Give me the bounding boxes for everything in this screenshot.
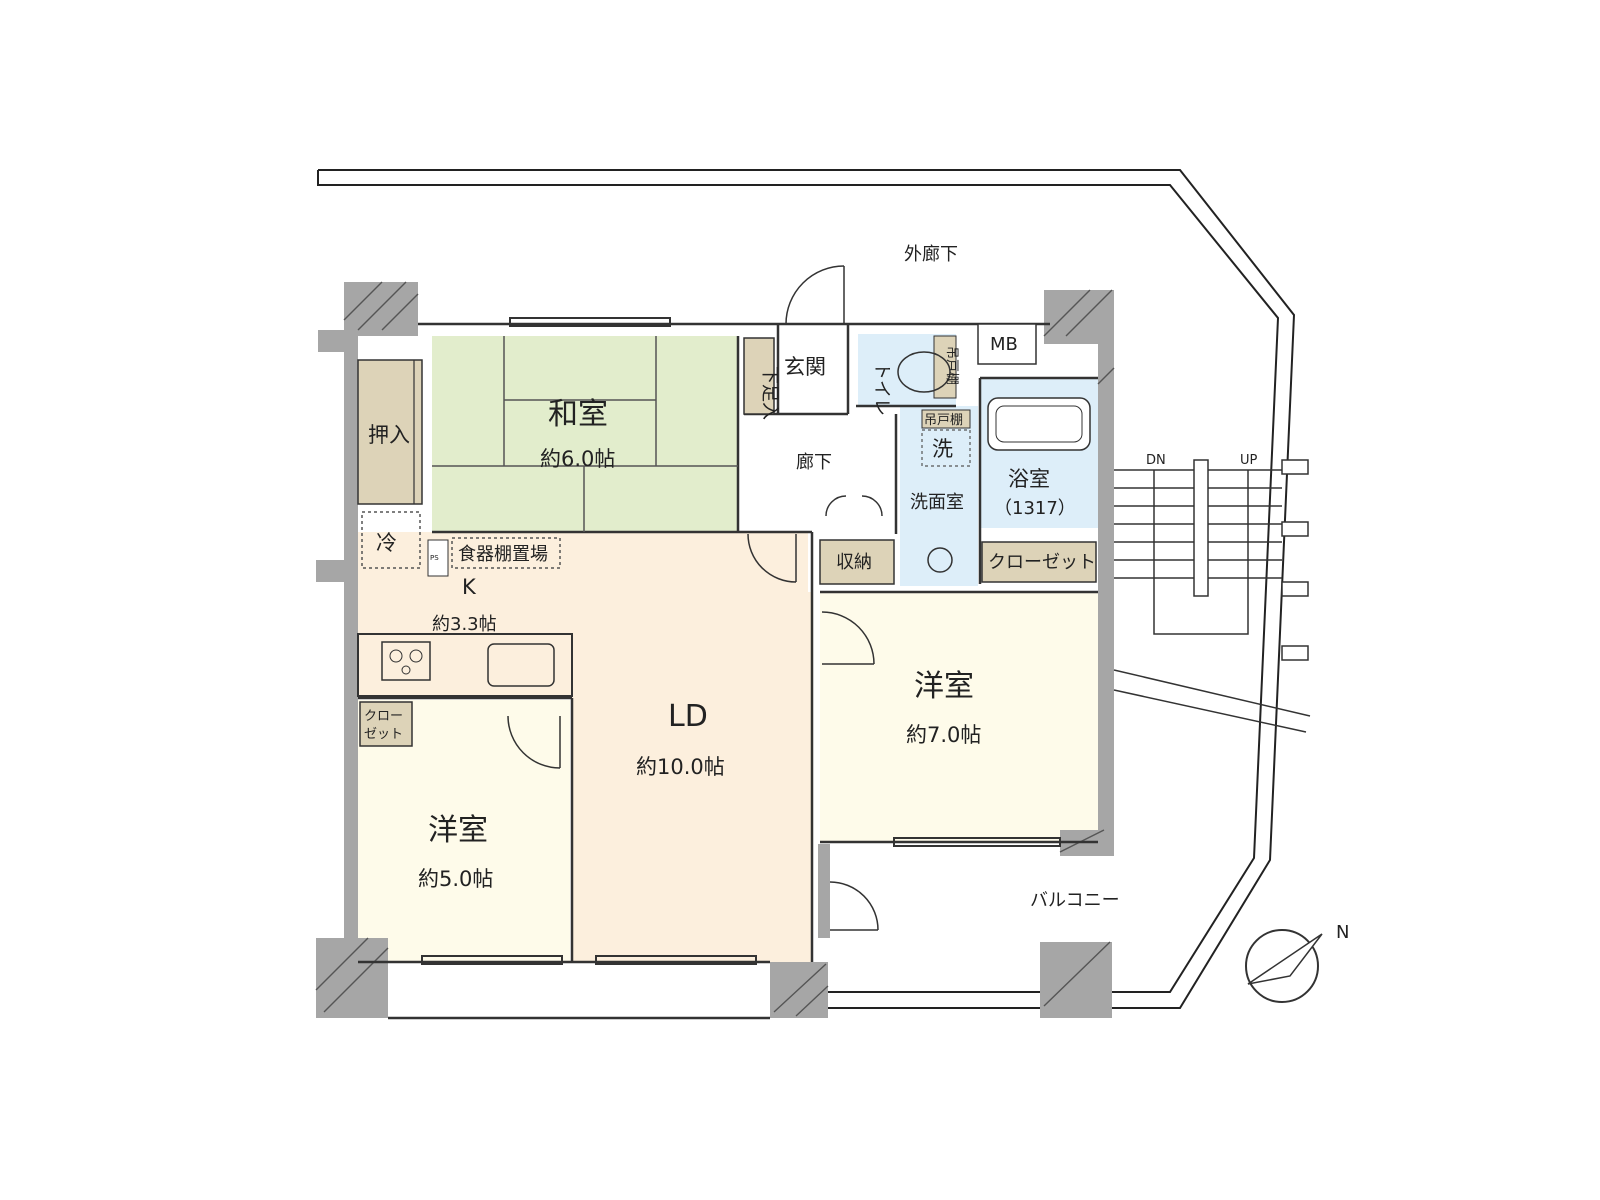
storage-blocks [357,323,1097,747]
compass-icon: N [1245,922,1349,1003]
tsurito1-block [933,335,957,399]
shimoashi-block [743,337,775,415]
balcony-label: バルコニー [1030,890,1120,911]
fridge-label: 冷 [376,531,397,555]
shuno-label: 収納 [836,552,872,573]
bathtub [987,397,1091,451]
doors [507,265,883,931]
tsurito2-block [921,409,971,429]
oshiire-block [357,359,423,505]
toilet-bowl [897,351,951,393]
ld-size: 約10.0帖 [636,755,725,779]
labels: 外廊下 バルコニー DN UP 和室 約6.0帖 LD 約10.0帖 K 約3.… [364,244,1258,911]
yoshitsu5-size: 約5.0帖 [418,867,493,891]
bath-fixtures [897,351,1091,573]
washer-spot [921,429,971,467]
closet-small-label-1: クロー [364,709,403,724]
yoshitsu7-size: 約7.0帖 [906,723,981,747]
genkan-floor [778,324,848,414]
tsurito1-label: 吊戸棚 [944,346,959,385]
genkan-name: 玄関 [784,355,826,379]
fridge-spot [361,511,421,569]
yokushitsu-size: （1317） [994,498,1076,519]
kitchen-name: K [462,575,477,599]
washitsu-size: 約6.0帖 [540,447,615,471]
stair-dn-label: DN [1146,453,1166,468]
stove [381,641,431,681]
toilet-name: トイレ [871,362,892,416]
shokki-spot [451,537,561,569]
closet-large-block [981,541,1097,583]
ps-block [427,539,449,577]
yoshitsu7-floor [820,592,1098,842]
tsurito2-label: 吊戸棚 [924,413,963,428]
washbasin [927,547,953,573]
roka-name: 廊下 [796,452,832,473]
washer-label: 洗 [932,437,953,461]
senmen-name: 洗面室 [910,492,964,513]
senmen-floor [900,406,978,586]
ld-name: LD [668,699,708,734]
mb-label: MB [990,334,1018,355]
sink [487,643,555,687]
stairs [1113,459,1311,733]
yokushitsu-name: 浴室 [1008,467,1050,491]
shokki-label: 食器棚置場 [458,544,548,565]
north-label: N [1336,922,1349,943]
washitsu-floor [432,336,738,532]
windows [421,317,1061,965]
kitchen-counter [357,633,573,697]
closet-small-label-2: ゼット [364,727,403,742]
shuno-block [819,539,895,585]
walls [316,282,1114,1018]
stair-up-label: UP [1240,453,1258,468]
yoshitsu5-name: 洋室 [428,813,488,848]
shimoashi-label: 下足入 [759,366,780,420]
ps-label: PS [430,554,439,562]
roka-floor [744,414,896,534]
yoshitsu7-name: 洋室 [914,669,974,704]
wall-hatching [315,281,1115,1017]
oshiire-label: 押入 [368,423,410,447]
kitchen-size: 約3.3帖 [432,614,497,635]
closet-large-label: クローゼット [988,552,1096,573]
mb-block [977,323,1037,365]
tatami-lines [432,336,738,532]
closet-small-block [359,701,413,747]
washitsu-name: 和室 [548,397,608,432]
corridor-label: 外廊下 [904,244,958,265]
